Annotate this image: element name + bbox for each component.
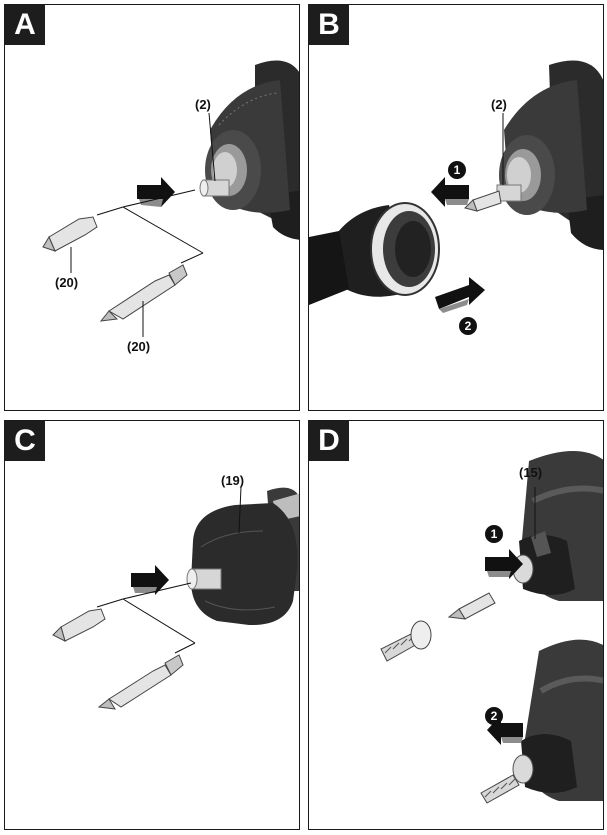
panel-b-label: B — [309, 5, 349, 45]
screwdriver-bit-short — [42, 216, 98, 252]
step-1-arrow — [485, 549, 523, 579]
callout-bit-long: (20) — [127, 339, 151, 354]
screwdriver-bit-long — [97, 654, 184, 710]
panel-d-drawing — [380, 451, 603, 804]
panel-d-label: D — [309, 421, 349, 461]
screwdriver-bit — [458, 592, 496, 620]
step-2-marker: 2 — [485, 707, 503, 725]
panel-b: B (2) 1 2 — [308, 4, 604, 411]
attachment-body — [191, 503, 298, 626]
callout-tool-holder: (2) — [195, 97, 211, 112]
bit-holder-upper — [519, 535, 575, 595]
callout-bit-short: (20) — [55, 275, 79, 290]
inserted-bit — [472, 190, 502, 212]
panel-c-label: C — [5, 421, 45, 461]
panel-b-drawing — [309, 60, 603, 313]
bit-holder-lower — [521, 734, 577, 793]
screwdriver-bit-short — [52, 608, 106, 642]
step-1-marker: 1 — [448, 161, 466, 179]
attachment-adapter — [309, 202, 440, 305]
panel-a: A (2) (20) (20) — [4, 4, 300, 411]
panel-d: D (15) 1 2 — [308, 420, 604, 830]
step-1-marker: 1 — [485, 525, 503, 543]
step-2-arrow — [435, 277, 485, 309]
screw-upper — [380, 620, 432, 662]
screwdriver-bit-long — [99, 264, 188, 322]
callout-tool-holder: (2) — [491, 97, 507, 112]
panel-c-drawing — [52, 486, 299, 710]
screw-lower — [480, 774, 520, 804]
panel-a-label: A — [5, 5, 45, 45]
step-1-arrow — [431, 177, 469, 207]
panel-a-drawing — [42, 60, 299, 337]
insert-arrow — [131, 565, 169, 595]
panel-c: C (19) — [4, 420, 300, 830]
step-2-marker: 2 — [459, 317, 477, 335]
insert-arrow — [137, 177, 175, 207]
callout-attachment: (19) — [221, 473, 245, 488]
callout-bit-holder: (15) — [519, 465, 543, 480]
